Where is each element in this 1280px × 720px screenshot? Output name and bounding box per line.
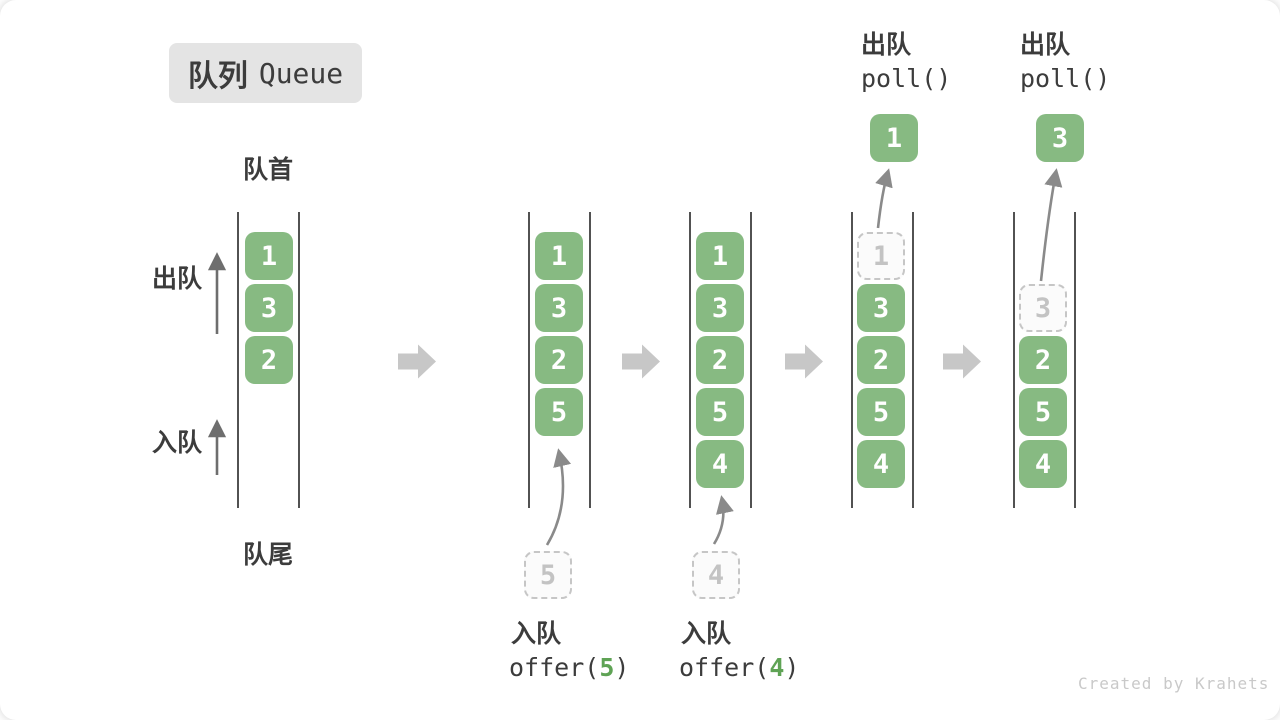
queue-rail (1074, 212, 1076, 508)
queue-cell: 3 (696, 284, 744, 332)
queue-cell: 4 (1019, 440, 1067, 488)
queue-cell: 2 (1019, 336, 1067, 384)
dequeued-ghost-cell: 3 (1019, 284, 1067, 332)
queue-cell: 3 (245, 284, 293, 332)
queue-cell: 5 (535, 388, 583, 436)
dequeue-op-label: 出队 (861, 31, 912, 59)
dequeue-arrow-1 (875, 168, 893, 229)
queue-rail (589, 212, 591, 508)
dequeue-op-code: poll() (1020, 64, 1111, 93)
outgoing-value-cell: 1 (870, 114, 918, 162)
code-close: ) (784, 653, 800, 682)
enqueue-op-code: offer(4) (679, 653, 799, 683)
code-arg: 5 (599, 653, 615, 682)
state-transition-arrow-1 (398, 344, 436, 379)
queue-cell: 4 (696, 440, 744, 488)
queue-cell: 2 (535, 336, 583, 384)
enqueue-arrow-5 (545, 448, 572, 546)
queue-rear-label: 队尾 (242, 541, 293, 569)
queue-rail (298, 212, 300, 508)
state-transition-arrow-4 (943, 344, 981, 379)
queue-rail (689, 212, 691, 508)
code-close: ) (614, 653, 630, 682)
queue-rail (750, 212, 752, 508)
dequeued-ghost-cell: 1 (857, 232, 905, 280)
enqueue-op-label: 入队 (681, 620, 732, 648)
enqueue-op-label: 入队 (511, 620, 562, 648)
queue-cell: 2 (696, 336, 744, 384)
watermark: Created by Krahets (1078, 674, 1270, 693)
code-fn: offer( (509, 653, 600, 682)
title-en: Queue (258, 56, 344, 90)
queue-rail (851, 212, 853, 508)
dequeue-op-label: 出队 (1020, 31, 1071, 59)
incoming-value-cell: 4 (692, 551, 740, 599)
dequeue-arrow-3 (1039, 168, 1063, 282)
dequeue-label: 出队 (152, 265, 203, 293)
queue-front-label: 队首 (242, 156, 293, 184)
state-transition-arrow-2 (622, 344, 660, 379)
state-transition-arrow-3 (785, 344, 823, 379)
queue-cell: 5 (1019, 388, 1067, 436)
outgoing-value-cell: 3 (1036, 114, 1084, 162)
queue-rail (528, 212, 530, 508)
incoming-value-cell: 5 (524, 551, 572, 599)
queue-cell: 3 (535, 284, 583, 332)
queue-cell: 5 (857, 388, 905, 436)
enqueue-arrow-4 (712, 495, 734, 545)
enqueue-op-code: offer(5) (509, 653, 629, 683)
queue-rail (237, 212, 239, 508)
queue-cell: 5 (696, 388, 744, 436)
queue-cell: 2 (857, 336, 905, 384)
queue-rail (1013, 212, 1015, 508)
queue-rail (912, 212, 914, 508)
code-arg: 4 (769, 653, 785, 682)
enqueue-label: 入队 (152, 429, 203, 457)
queue-cell: 2 (245, 336, 293, 384)
queue-cell: 1 (696, 232, 744, 280)
title-zh: 队列 (187, 60, 248, 93)
title-badge: 队列 Queue (169, 43, 362, 103)
queue-cell: 4 (857, 440, 905, 488)
code-fn: offer( (679, 653, 770, 682)
queue-cell: 1 (535, 232, 583, 280)
queue-cell: 3 (857, 284, 905, 332)
dequeue-op-code: poll() (861, 64, 952, 93)
queue-cell: 1 (245, 232, 293, 280)
